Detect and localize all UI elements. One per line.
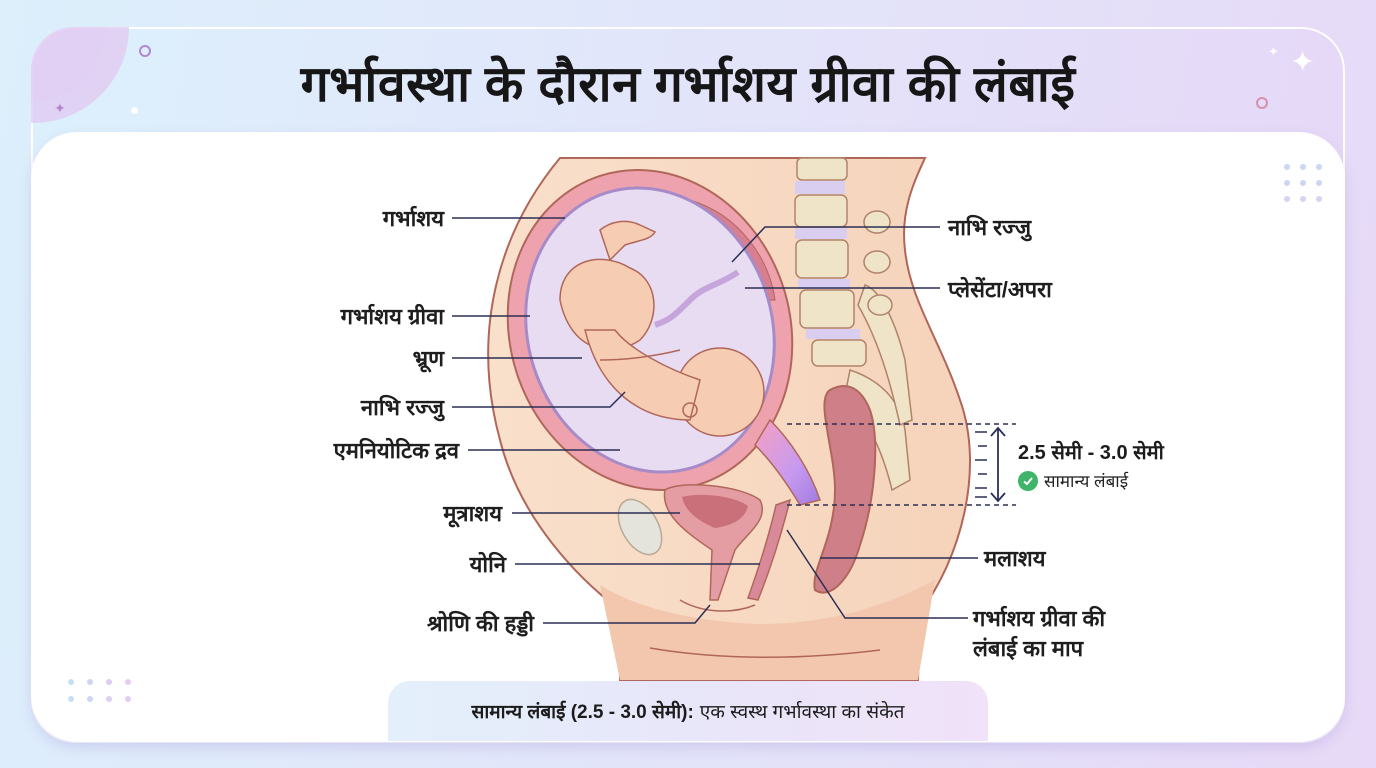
circle-decoration-icon (139, 45, 151, 57)
dot-grid-decoration (68, 679, 131, 702)
footer-bold: सामान्य लंबाई (2.5 - 3.0 सेमी): (471, 702, 694, 723)
label-cervical-length-2: लंबाई का माप (973, 636, 1084, 661)
label-umbilical-cord: नाभि रज्जु (360, 395, 444, 420)
label-amniotic-fluid: एमनियोटिक द्रव (333, 438, 459, 463)
spine (794, 157, 913, 492)
circle-decoration-icon (1256, 97, 1268, 109)
label-bladder: मूत्राशय (443, 501, 502, 526)
fetus (559, 220, 765, 437)
label-rectum: मलाशय (984, 546, 1046, 571)
dot-grid-decoration (1284, 164, 1322, 202)
label-cervix: गर्भाशय ग्रीवा (340, 304, 444, 329)
label-fetus: भ्रूण (412, 346, 444, 371)
footer-note: सामान्य लंबाई (2.5 - 3.0 सेमी): एक स्वस्… (388, 681, 988, 741)
measurement-status-text: सामान्य लंबाई (1044, 472, 1129, 491)
label-placenta: प्लेसेंटा/अपरा (948, 277, 1052, 302)
sparkle-decoration-icon: ✦ (54, 100, 66, 116)
measurement-range: 2.5 सेमी - 3.0 सेमी (1018, 442, 1164, 464)
footer-text: एक स्वस्थ गर्भावस्था का संकेत (699, 702, 905, 723)
measurement-arrow-icon (990, 426, 1006, 503)
check-circle-icon (1018, 470, 1038, 491)
label-vagina: योनि (469, 552, 506, 577)
sparkle-small-icon: ✦ (1268, 44, 1279, 59)
label-uterus: गर्भाशय (382, 206, 444, 231)
leader-lines (452, 217, 978, 624)
dot-decoration-icon (131, 107, 138, 114)
page-title: गर्भावस्था के दौरान गर्भाशय ग्रीवा की लं… (300, 56, 1076, 112)
label-pelvic-bone: श्रोणि की हड्डी (426, 611, 534, 636)
label-umbilical-cord-right: नाभि रज्जु (948, 215, 1032, 240)
measurement-status: सामान्य लंबाई (1018, 469, 1128, 492)
label-cervical-length-1: गर्भाशय ग्रीवा की (973, 606, 1106, 631)
sparkle-large-icon: ✦ (1290, 46, 1316, 79)
